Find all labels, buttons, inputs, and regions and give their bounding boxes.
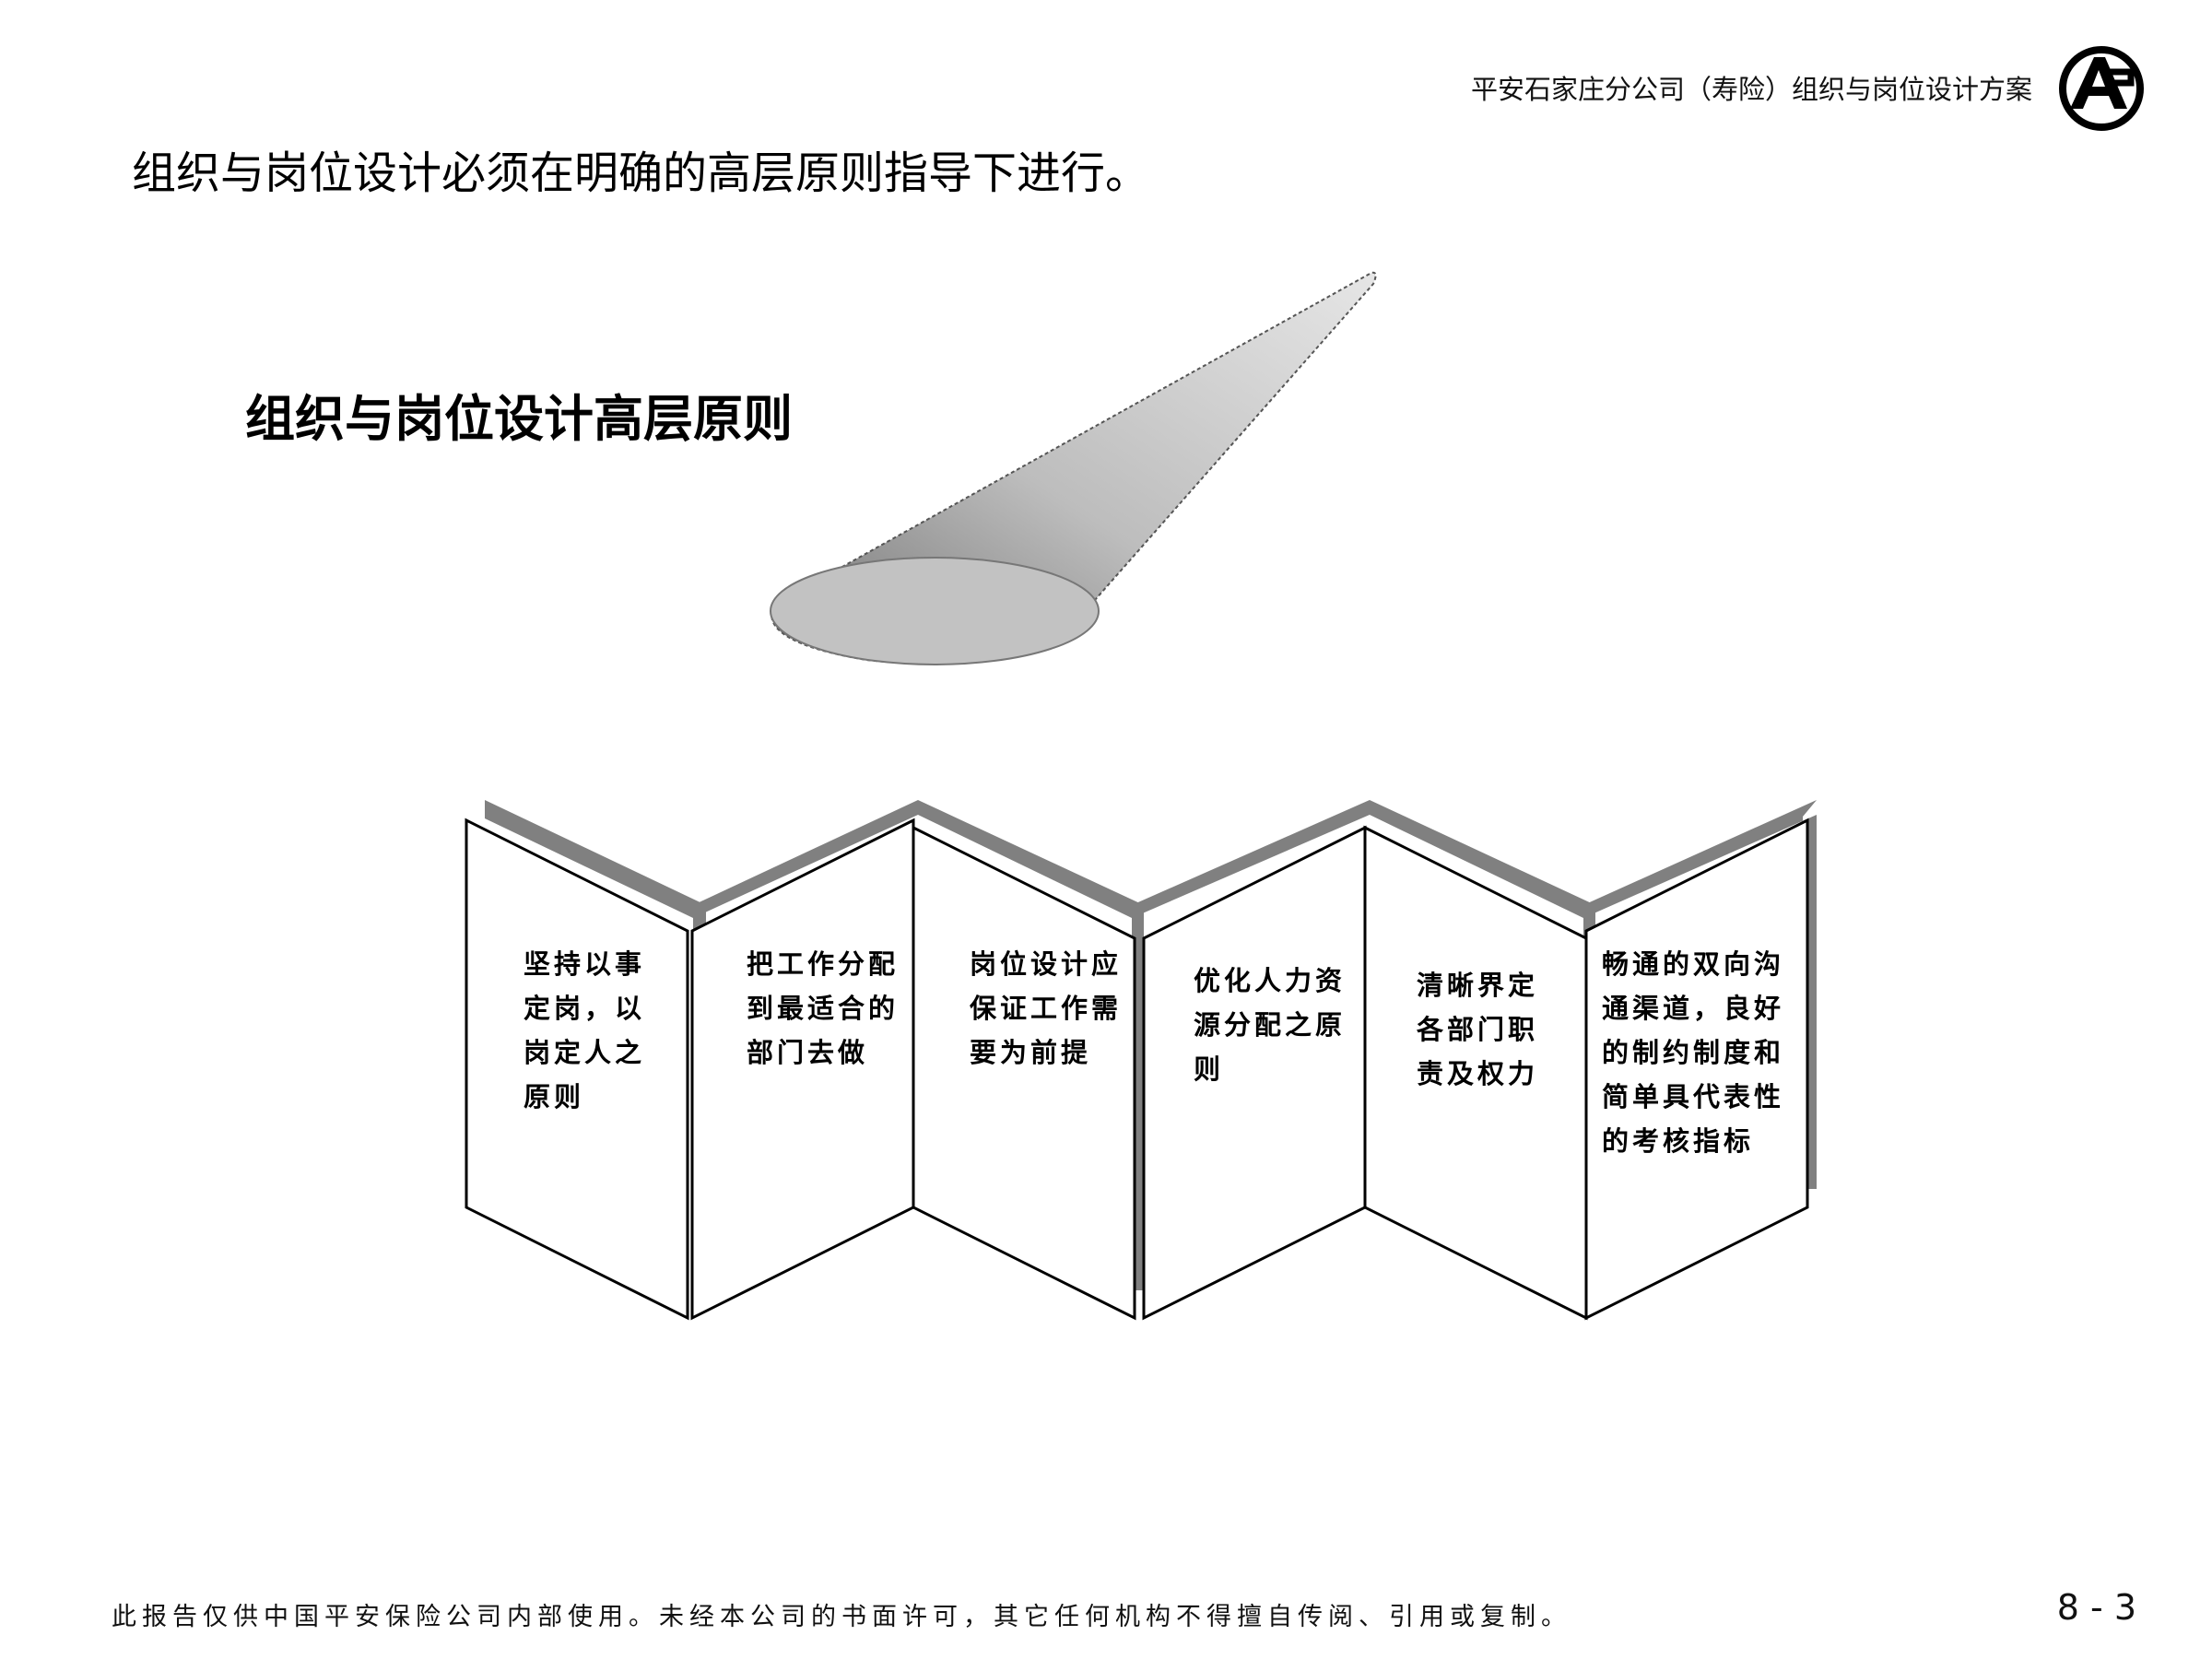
- folding-screen: [465, 800, 1817, 1321]
- slide-subtitle: 组织与岗位设计必须在明确的高层原则指导下进行。: [132, 147, 1150, 199]
- spotlight-beam: [770, 271, 1377, 665]
- principle-text: 把工作分配到最适合的部门去做: [747, 948, 900, 1068]
- principle-text: 岗位设计应保证工作需要为前提: [970, 948, 1123, 1068]
- section-title: 组织与岗位设计高层原则: [245, 390, 793, 448]
- principle-text: 畅通的双向沟通渠道，良好的制约制度和简单具代表性的考核指标: [1602, 948, 1785, 1157]
- principle-text: 清晰界定各部门职责及权力: [1417, 970, 1539, 1089]
- principle-text: 优化人力资源分配之原则: [1194, 965, 1347, 1085]
- ping-an-logo-icon: [2059, 46, 2144, 131]
- principle-text: 坚持以事定岗，以岗定人之原则: [524, 948, 646, 1112]
- screen-panel: [465, 818, 689, 1321]
- screen-panel: [1584, 818, 1809, 1321]
- screen-panel: [912, 825, 1136, 1321]
- footer-disclaimer: 此报告仅供中国平安保险公司内部使用。未经本公司的书面许可，其它任何机构不得擅自传…: [112, 1603, 1571, 1631]
- page-number: 8 - 3: [2056, 1587, 2136, 1628]
- header-title: 平安石家庄分公司（寿险）组织与岗位设计方案: [1470, 74, 2032, 105]
